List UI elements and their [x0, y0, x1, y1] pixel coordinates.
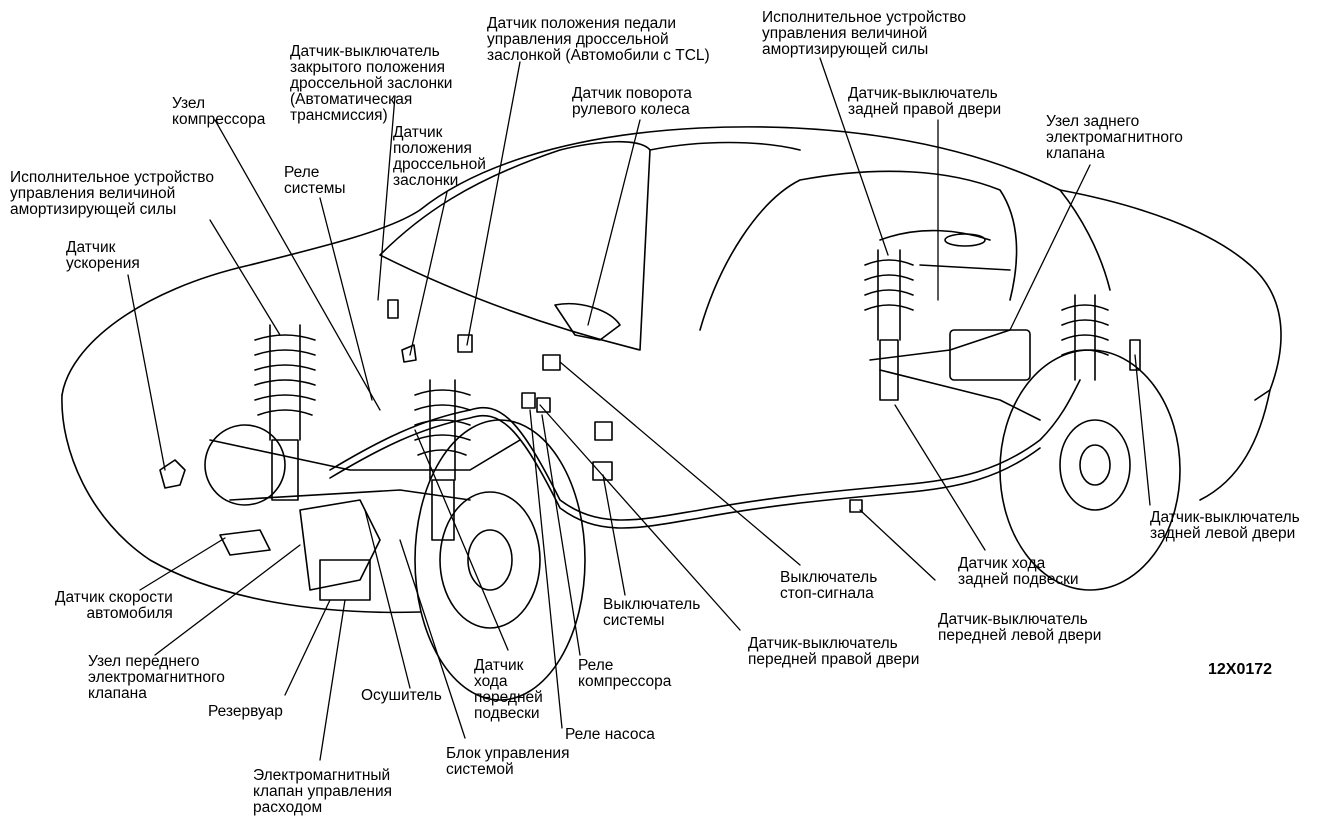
- label-front-left-door: Датчик-выключатель передней левой двери: [938, 611, 1102, 644]
- label-compressor-relay: Реле компрессора: [578, 657, 672, 690]
- rear-wheel: [1059, 419, 1131, 511]
- front-left-strut: [254, 324, 316, 501]
- label-compressor-unit: Узел компрессора: [172, 95, 266, 128]
- label-front-solenoid-unit: Узел переднего электромагнитного клапана: [88, 653, 225, 702]
- wiring-harness: [329, 379, 1081, 521]
- front-wheel: [439, 491, 541, 629]
- label-control-unit: Блок управления системой: [446, 745, 570, 778]
- windshield: [379, 140, 651, 351]
- label-rear-solenoid-unit: Узел заднего электромагнитного клапана: [1046, 113, 1183, 162]
- label-closed-throttle-switch: Датчик-выключатель закрытого положения д…: [290, 43, 453, 124]
- rear-bumper: [1199, 389, 1271, 501]
- label-front-right-door: Датчик-выключатель передней правой двери: [748, 635, 920, 668]
- label-front-actuator: Исполнительное устройство управления вел…: [10, 169, 214, 218]
- label-vehicle-speed: Датчик скорости автомобиля: [55, 589, 173, 622]
- roof-line: [649, 141, 801, 151]
- figure-code: 12X0172: [1208, 661, 1273, 678]
- rear-left-strut: [1061, 294, 1109, 381]
- label-throttle-position-sensor: Датчик положения дроссельной заслонки: [393, 124, 486, 189]
- label-accel-sensor: Датчик ускорения: [66, 239, 140, 272]
- label-stop-lamp-switch: Выключатель стоп-сигнала: [780, 569, 878, 602]
- car-body-outline: [61, 126, 1282, 401]
- label-dryer: Осушитель: [361, 687, 442, 704]
- label-system-switch: Выключатель системы: [603, 596, 701, 629]
- label-pump-relay: Реле насоса: [565, 726, 655, 743]
- rear-wheel-arch: [999, 349, 1181, 591]
- label-rear-height-sensor: Датчик хода задней подвески: [958, 555, 1079, 588]
- lower-body-line: [61, 394, 421, 614]
- accel-sensor-part: [159, 459, 186, 489]
- front-right-strut: [414, 379, 471, 541]
- label-front-height-sensor: Датчик хода передней подвески: [474, 657, 543, 722]
- label-rear-actuator: Исполнительное устройство управления вел…: [762, 9, 966, 58]
- label-flow-solenoid: Электромагнитный клапан управления расхо…: [253, 767, 393, 816]
- label-rear-left-door: Датчик-выключатель задней левой двери: [1150, 509, 1300, 542]
- label-steering-sensor: Датчик поворота рулевого колеса: [572, 85, 692, 118]
- steering-sensor-part: [554, 302, 621, 341]
- rear-window: [1059, 189, 1111, 291]
- label-rear-right-door: Датчик-выключатель задней правой двери: [848, 85, 1002, 118]
- label-system-relay: Реле системы: [284, 164, 346, 197]
- label-reservoir: Резервуар: [208, 703, 283, 720]
- leader-lines: [127, 57, 1151, 761]
- rear-right-strut: [864, 249, 914, 401]
- front-subframe: [209, 439, 521, 501]
- side-window: [699, 170, 1018, 331]
- label-pedal-sensor: Датчик положения педали управления дросс…: [487, 15, 710, 64]
